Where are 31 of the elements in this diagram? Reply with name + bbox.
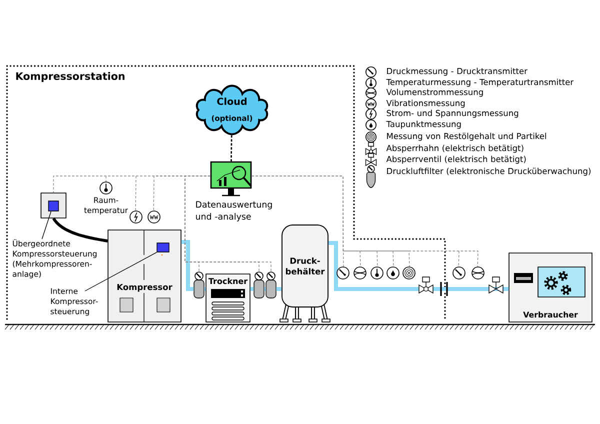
pressure-tank: Druck- behälter — [280, 224, 330, 322]
pipe — [204, 287, 206, 291]
legend-text: Taupunktmessung — [386, 120, 461, 129]
leader-line — [84, 252, 157, 292]
legend-text: Absperrhahn (elektrisch betätigt) — [386, 144, 524, 153]
leader-line — [42, 211, 52, 240]
node-label: Datenauswertung und -analyse — [196, 201, 272, 222]
pipe — [250, 287, 254, 291]
filter-unit — [194, 272, 204, 298]
legend-text: Absperrventil (elektrisch betätigt) — [386, 156, 526, 164]
legend-text: Vibrationsmessung — [386, 100, 465, 108]
legend-text: Messung von Restölgehalt und Partikel — [387, 132, 546, 141]
signal-line — [230, 135, 232, 162]
filter-unit — [254, 272, 264, 298]
display-screen — [156, 242, 170, 256]
compressor-cabinet: Kompressor — [108, 230, 182, 322]
pipe — [328, 241, 509, 291]
pipe — [181, 240, 194, 291]
signal-line — [251, 176, 478, 267]
control-cabinet — [40, 192, 66, 218]
pipe — [276, 287, 282, 291]
legend-text: Strom- und Spannungsmessung — [386, 110, 518, 118]
dryer-unit: Trockner — [206, 274, 250, 322]
pipe — [264, 287, 266, 291]
filter-unit — [266, 272, 276, 298]
legend-text: Temperaturmessung - Temperaturtransmitter — [386, 78, 574, 87]
cable — [52, 218, 108, 242]
legend-text: Druckmessung - Drucktransmitter — [387, 68, 528, 76]
legend-text: Volumenstrommessung — [386, 88, 483, 97]
station-title: Kompressorstation — [16, 72, 124, 82]
legend-text: Druckluftfilter (elektronische Drucküberwachung) — [387, 168, 590, 176]
